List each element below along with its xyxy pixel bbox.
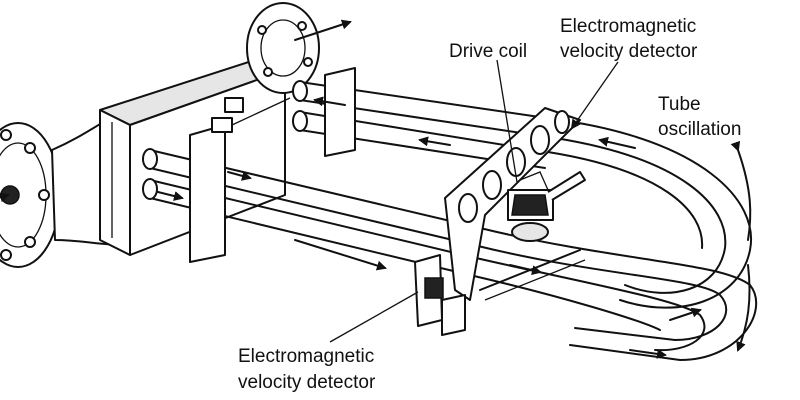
bottom-detector-label-line2: velocity detector [238,372,376,393]
brace-plate-right [324,67,356,157]
oscillation-label-line1: Tube [658,94,701,115]
oscillation-arrow [730,140,752,352]
top-detector-label-line2: velocity detector [560,41,698,62]
temperature-sensor [211,97,291,133]
drive-coil-label: Drive coil [449,41,527,62]
brace-plate-left [189,124,226,263]
velocity-detector-lower [414,254,466,336]
drive-coil [507,171,586,242]
top-detector-label-line1: Electromagnetic [560,16,696,37]
inlet-flange [0,122,61,268]
support-plate [444,107,581,301]
oscillation-label-line2: oscillation [658,119,741,140]
bottom-detector-label-line1: Electromagnetic [238,346,374,367]
drive-coil-leader [496,59,518,183]
top-detector-leader [570,61,619,130]
bottom-detector-leader [329,291,419,343]
outlet-flange [246,2,320,94]
flow-arrows [0,19,702,359]
